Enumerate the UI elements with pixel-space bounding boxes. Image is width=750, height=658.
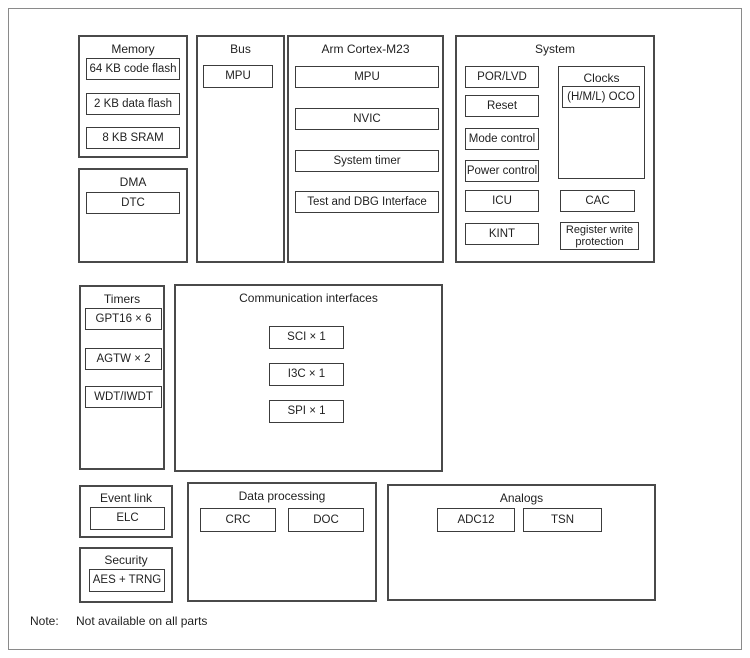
block-cac: CAC — [560, 190, 635, 212]
block-sci: SCI × 1 — [269, 326, 344, 349]
clocks-subsection: Clocks (H/M/L) OCO — [558, 66, 645, 179]
block-nvic: NVIC — [295, 108, 439, 130]
dma-section: DMA DTC — [78, 168, 188, 263]
block-cortex-mpu: MPU — [295, 66, 439, 88]
cortex-section: Arm Cortex-M23 MPU NVIC System timer Tes… — [287, 35, 444, 263]
block-dtc: DTC — [86, 192, 180, 214]
analogs-title: Analogs — [499, 491, 544, 505]
footnote-text: Not available on all parts — [76, 614, 208, 628]
block-bus-mpu: MPU — [203, 65, 273, 88]
footnote-label: Note: — [30, 614, 59, 628]
clocks-title: Clocks — [583, 71, 620, 85]
block-code-flash: 64 KB code flash — [86, 58, 180, 80]
block-power-control: Power control — [465, 160, 539, 182]
block-icu: ICU — [465, 190, 539, 212]
data-processing-title: Data processing — [238, 489, 326, 503]
block-sram: 8 KB SRAM — [86, 127, 180, 149]
security-title: Security — [104, 553, 148, 567]
memory-section: Memory 64 KB code flash 2 KB data flash … — [78, 35, 188, 158]
block-i3c: I3C × 1 — [269, 363, 344, 386]
block-register-write-protection: Register write protection — [560, 222, 639, 250]
block-hml-oco: (H/M/L) OCO — [562, 86, 640, 108]
block-kint: KINT — [465, 223, 539, 245]
block-adc12: ADC12 — [437, 508, 515, 532]
block-crc: CRC — [200, 508, 276, 532]
block-spi: SPI × 1 — [269, 400, 344, 423]
block-por-lvd: POR/LVD — [465, 66, 539, 88]
bus-title: Bus — [230, 42, 251, 56]
event-link-title: Event link — [99, 491, 153, 505]
block-wdt-iwdt: WDT/IWDT — [85, 386, 162, 408]
block-elc: ELC — [90, 507, 165, 530]
block-tsn: TSN — [523, 508, 602, 532]
block-agtw: AGTW × 2 — [85, 348, 162, 370]
system-title: System — [534, 42, 575, 56]
block-aes-trng: AES + TRNG — [89, 569, 165, 592]
event-link-section: Event link ELC — [79, 485, 173, 538]
block-test-dbg-interface: Test and DBG Interface — [295, 191, 439, 213]
timers-title: Timers — [103, 292, 141, 306]
block-data-flash: 2 KB data flash — [86, 93, 180, 115]
data-processing-section: Data processing CRC DOC — [187, 482, 377, 602]
cortex-title: Arm Cortex-M23 — [321, 42, 410, 56]
analogs-section: Analogs ADC12 TSN — [387, 484, 656, 601]
comm-interfaces-title: Communication interfaces — [239, 291, 378, 305]
block-gpt16: GPT16 × 6 — [85, 308, 162, 330]
block-doc: DOC — [288, 508, 364, 532]
block-mode-control: Mode control — [465, 128, 539, 150]
block-system-timer: System timer — [295, 150, 439, 172]
memory-title: Memory — [111, 42, 155, 56]
timers-section: Timers GPT16 × 6 AGTW × 2 WDT/IWDT — [79, 285, 165, 470]
dma-title: DMA — [119, 175, 147, 189]
bus-section: Bus MPU — [196, 35, 285, 263]
system-section: System POR/LVD Reset Mode control Power … — [455, 35, 655, 263]
comm-interfaces-section: Communication interfaces SCI × 1 I3C × 1… — [174, 284, 443, 472]
block-reset: Reset — [465, 95, 539, 117]
security-section: Security AES + TRNG — [79, 547, 173, 603]
